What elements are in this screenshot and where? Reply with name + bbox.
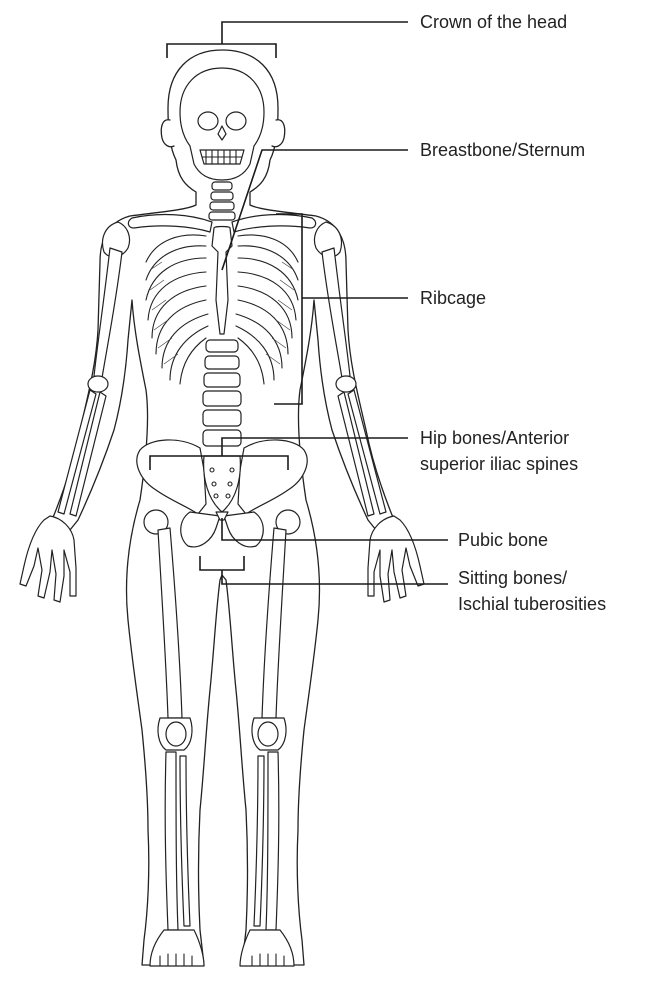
labels: Crown of the head Breastbone/Sternum Rib… [420, 12, 606, 614]
label-sternum: Breastbone/Sternum [420, 140, 585, 160]
label-ribcage: Ribcage [420, 288, 486, 308]
label-hip-bones: Hip bones/Anterior [420, 428, 569, 448]
label-sitting-bones-line2: Ischial tuberosities [458, 594, 606, 614]
label-pubic-bone: Pubic bone [458, 530, 548, 550]
label-hip-bones-line2: superior iliac spines [420, 454, 578, 474]
label-sitting-bones: Sitting bones/ [458, 568, 567, 588]
label-crown: Crown of the head [420, 12, 567, 32]
